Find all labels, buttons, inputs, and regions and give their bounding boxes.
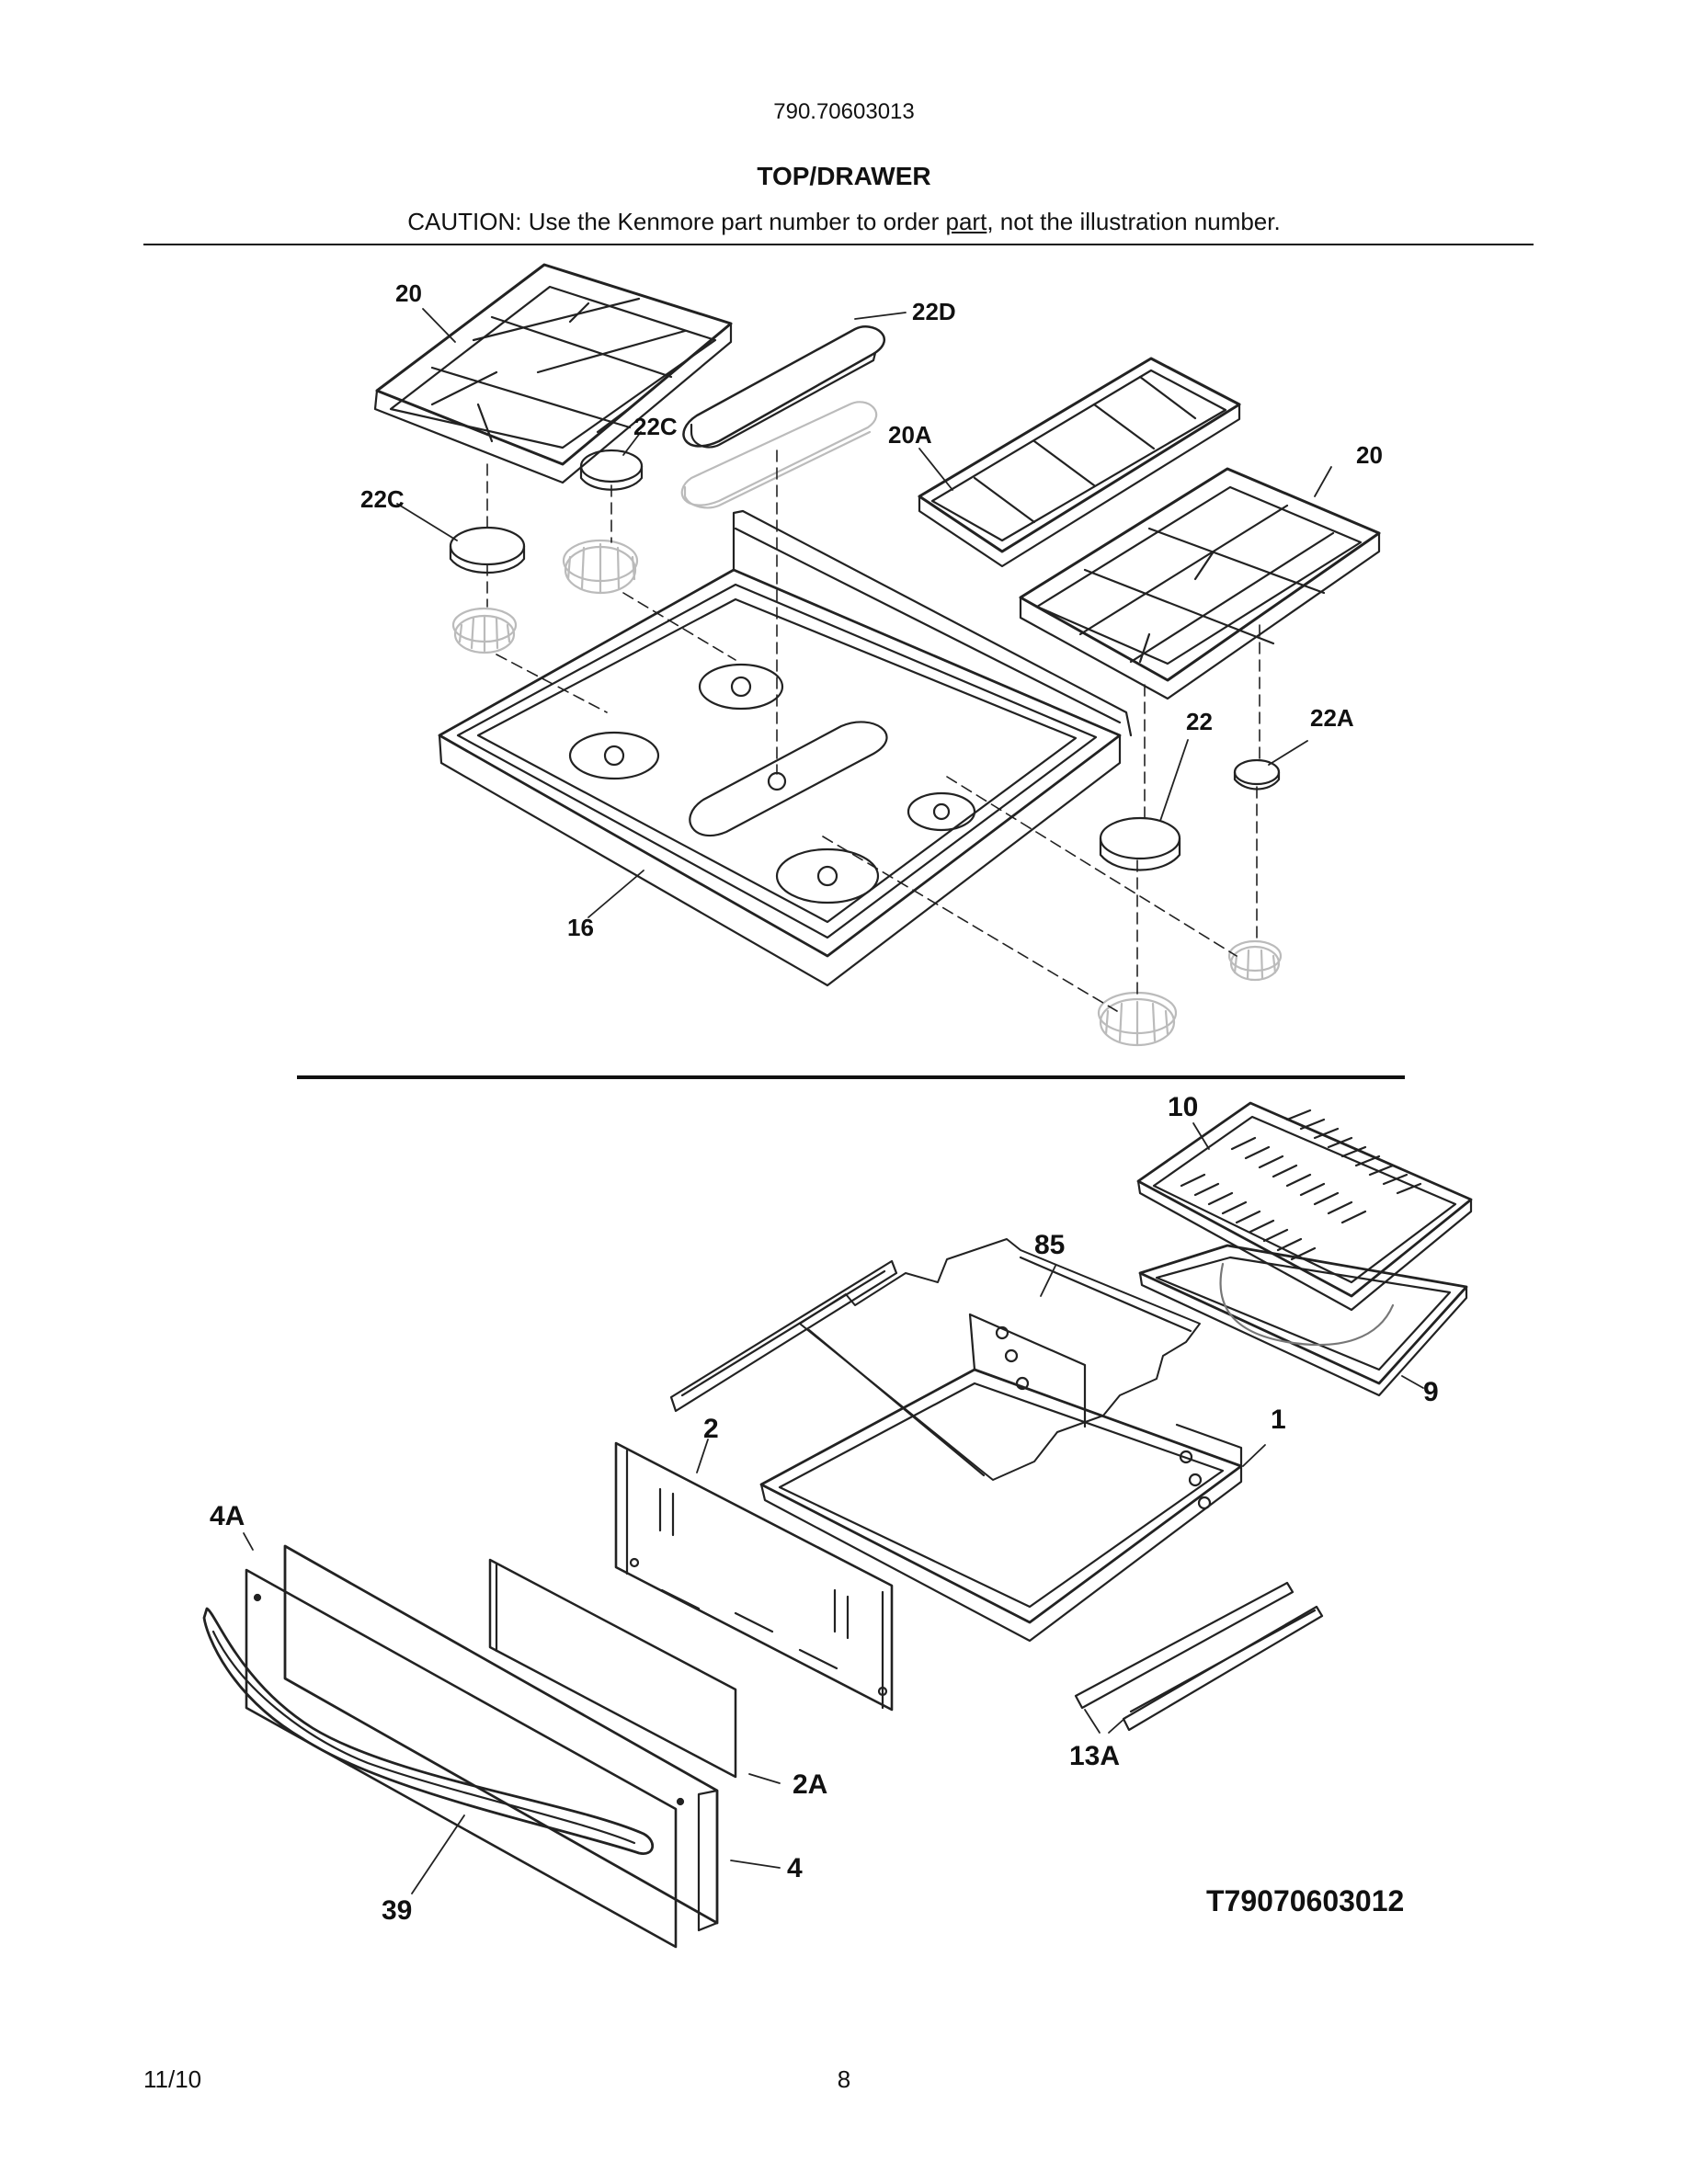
slide-rails <box>1074 1581 1324 1732</box>
callout-burner-cap-left: 22C <box>360 485 405 513</box>
section-divider <box>297 1075 1405 1079</box>
callout-cooktop: 16 <box>567 914 594 941</box>
callout-slide-rails: 13A <box>1069 1741 1121 1771</box>
callout-burner-cap-small: 22A <box>1310 704 1354 732</box>
cooktop <box>438 509 1133 987</box>
callout-drawer-front: 4 <box>787 1853 803 1883</box>
drawer-body <box>759 1313 1243 1643</box>
diagram-code: T79070603012 <box>1206 1884 1405 1917</box>
grate-left <box>373 263 733 484</box>
caution-suffix: , not the illustration number. <box>987 208 1281 235</box>
callout-burner-cap-large: 22 <box>1186 708 1213 735</box>
drawer-rack <box>799 1238 1201 1481</box>
caution-prefix: CAUTION: Use the Kenmore part number to … <box>407 208 946 235</box>
callout-drawer-liner: 2A <box>793 1769 828 1800</box>
callout-drawer-rack: 85 <box>1034 1230 1066 1260</box>
callout-burner-cap-rear: 22C <box>633 413 678 440</box>
broiler-grid <box>1136 1101 1473 1312</box>
drawer-leader-lines <box>243 1122 1424 1894</box>
callout-drawer-front-4a: 4A <box>210 1501 245 1531</box>
callout-broiler-pan: 9 <box>1423 1377 1439 1407</box>
drawer-front <box>245 1544 719 1949</box>
page-number: 8 <box>837 2065 851 2093</box>
assembly-lines <box>486 449 1260 1012</box>
top-leader-lines <box>396 308 1332 918</box>
callout-grate-center: 20A <box>888 421 932 449</box>
grate-right <box>1019 467 1381 700</box>
grate-center <box>918 357 1241 568</box>
callout-drawer-body: 1 <box>1271 1405 1286 1435</box>
burner-bases <box>451 539 1283 1047</box>
caution-link: part <box>945 208 987 235</box>
drawer-back-panel <box>614 1441 894 1712</box>
callout-drawer-back-panel: 2 <box>703 1414 719 1444</box>
oval-cap-22d <box>680 325 886 509</box>
section-title: TOP/DRAWER <box>757 162 931 190</box>
side-rail-upper <box>669 1259 898 1413</box>
broiler-pan <box>1138 1244 1468 1397</box>
callout-handle: 39 <box>382 1895 413 1926</box>
footer-date: 11/10 <box>143 2065 202 2093</box>
callout-oval-cap: 22D <box>912 298 956 325</box>
callout-grate-left: 20 <box>395 279 422 307</box>
header-divider <box>143 244 1534 245</box>
handle <box>202 1607 654 1855</box>
callout-grate-right: 20 <box>1356 441 1383 469</box>
callout-broiler-grid: 10 <box>1168 1092 1199 1122</box>
drawer-liner <box>488 1558 737 1779</box>
caution-note: CAUTION: Use the Kenmore part number to … <box>0 208 1688 236</box>
model-number: 790.70603013 <box>773 99 915 124</box>
